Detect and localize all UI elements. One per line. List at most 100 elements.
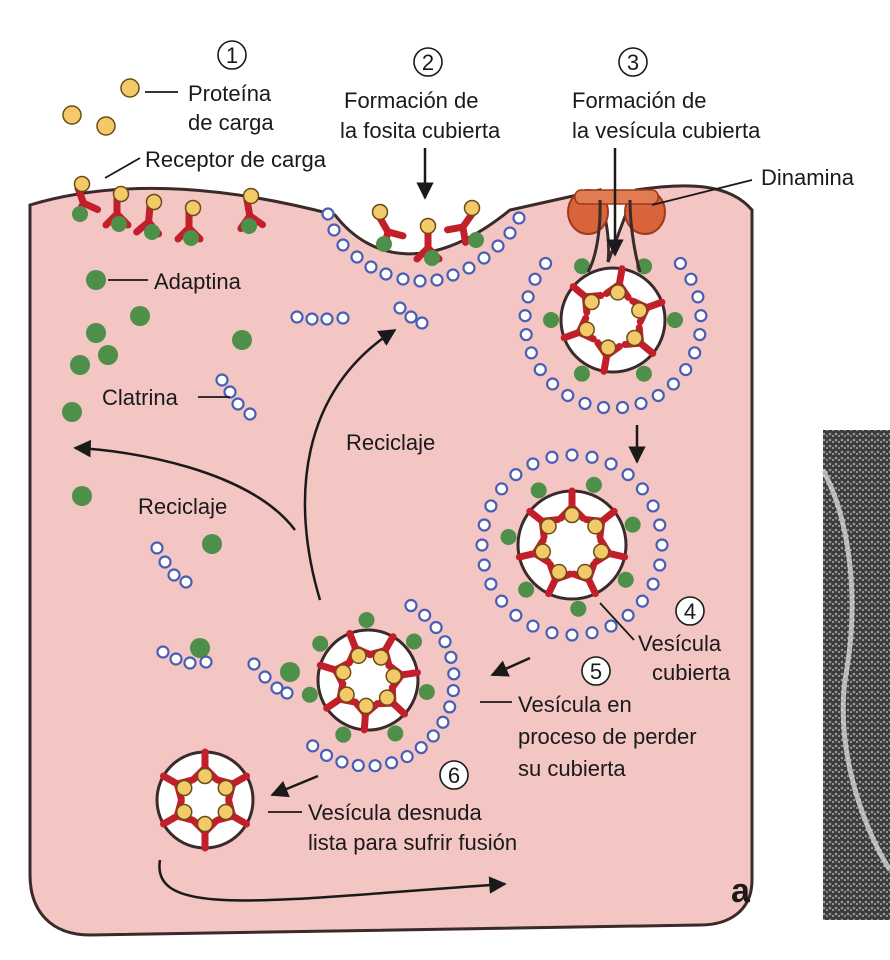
cargo-protein [565,508,580,523]
clathrin-unit [444,701,455,712]
clathrin-unit [445,652,456,663]
clathrin-unit [540,258,551,269]
clathrin-unit [637,483,648,494]
adaptin [574,258,590,274]
clathrin-unit [510,610,521,621]
clathrin-unit [598,402,609,413]
clathrin-unit [680,364,691,375]
adaptin [302,687,318,703]
svg-text:2: 2 [422,50,434,75]
clathrin-unit [307,314,318,325]
adaptin [586,477,602,493]
clathrin-unit [366,262,377,273]
cargo-protein [465,201,480,216]
cargo-protein [601,340,616,355]
clathrin-unit [496,483,507,494]
step-5-marker: 5 [582,657,610,685]
cargo-protein [588,519,603,534]
clathrin-unit [636,398,647,409]
cargo-protein [627,330,642,345]
adaptin [72,206,88,222]
clathrin-unit [527,458,538,469]
clathrin-unit [370,760,381,771]
cargo-protein [541,519,556,534]
label-proteina-carga-2: de carga [188,110,274,135]
label-adaptina: Adaptina [154,269,242,294]
cargo-protein [218,781,233,796]
adaptin [62,402,82,422]
adaptin [468,232,484,248]
adaptin [70,355,90,375]
cargo-protein [594,544,609,559]
label-reciclaje-left: Reciclaje [138,494,227,519]
clathrin-unit [152,543,163,554]
clathrin-unit [158,647,169,658]
clathrin-unit [606,621,617,632]
clathrin-unit [448,685,459,696]
clathrin-unit [406,312,417,323]
clathrin-unit [496,596,507,607]
clathrin-unit [606,458,617,469]
clathrin-unit [668,379,679,390]
cargo-protein [198,817,213,832]
clathrin-unit [493,241,504,252]
clathrin-unit [675,258,686,269]
cargo-protein [579,322,594,337]
adaptin [618,572,634,588]
cargo-protein [186,201,201,216]
adaptin [72,486,92,506]
svg-text:3: 3 [627,50,639,75]
adaptin [111,216,127,232]
clathrin-unit [648,500,659,511]
cargo-protein [351,648,366,663]
cargo-protein [218,805,233,820]
adaptin [335,727,351,743]
adaptin [280,662,300,682]
clathrin-unit [217,375,228,386]
label-vesicula-form-1: Formación de [572,88,707,113]
clathrin-unit [336,756,347,767]
svg-text:1: 1 [226,43,238,68]
clathrin-unit [233,399,244,410]
clathrin-unit [562,390,573,401]
clathrin-unit [329,225,340,236]
label-dinamina: Dinamina [761,165,855,190]
label-vesicula-form-2: la vesícula cubierta [572,118,761,143]
cargo-protein [421,219,436,234]
cargo-protein [198,769,213,784]
clathrin-unit [567,450,578,461]
panel-letter: a [731,872,751,910]
adaptin [574,366,590,382]
cargo-protein [97,117,115,135]
clathrin-unit [386,757,397,768]
clathrin-unit [637,596,648,607]
clathrin-unit [282,688,293,699]
cargo-protein [551,565,566,580]
cargo-protein [386,669,401,684]
clathrin-unit [527,621,538,632]
clathrin-unit [523,291,534,302]
clathrin-unit [245,409,256,420]
cargo-protein [380,690,395,705]
cargo-protein [584,295,599,310]
clathrin-unit [530,274,541,285]
adaptin [86,270,106,290]
adaptin [144,224,160,240]
clathrin-unit [689,347,700,358]
clathrin-unit [169,570,180,581]
adaptin [183,230,199,246]
clathrin-unit [395,303,406,314]
clathrin-unit [587,452,598,463]
clathrin-unit [307,740,318,751]
clathrin-unit [171,654,182,665]
vesicle-membrane [561,268,665,372]
cargo-protein [147,195,162,210]
clathrin-unit [579,398,590,409]
adaptin [130,306,150,326]
clathrin-unit [623,610,634,621]
adaptin [202,534,222,554]
clathrin-unit [437,717,448,728]
label-desnuda-1: Vesícula desnuda [308,800,482,825]
clathrin-unit [353,760,364,771]
cargo-protein [610,285,625,300]
